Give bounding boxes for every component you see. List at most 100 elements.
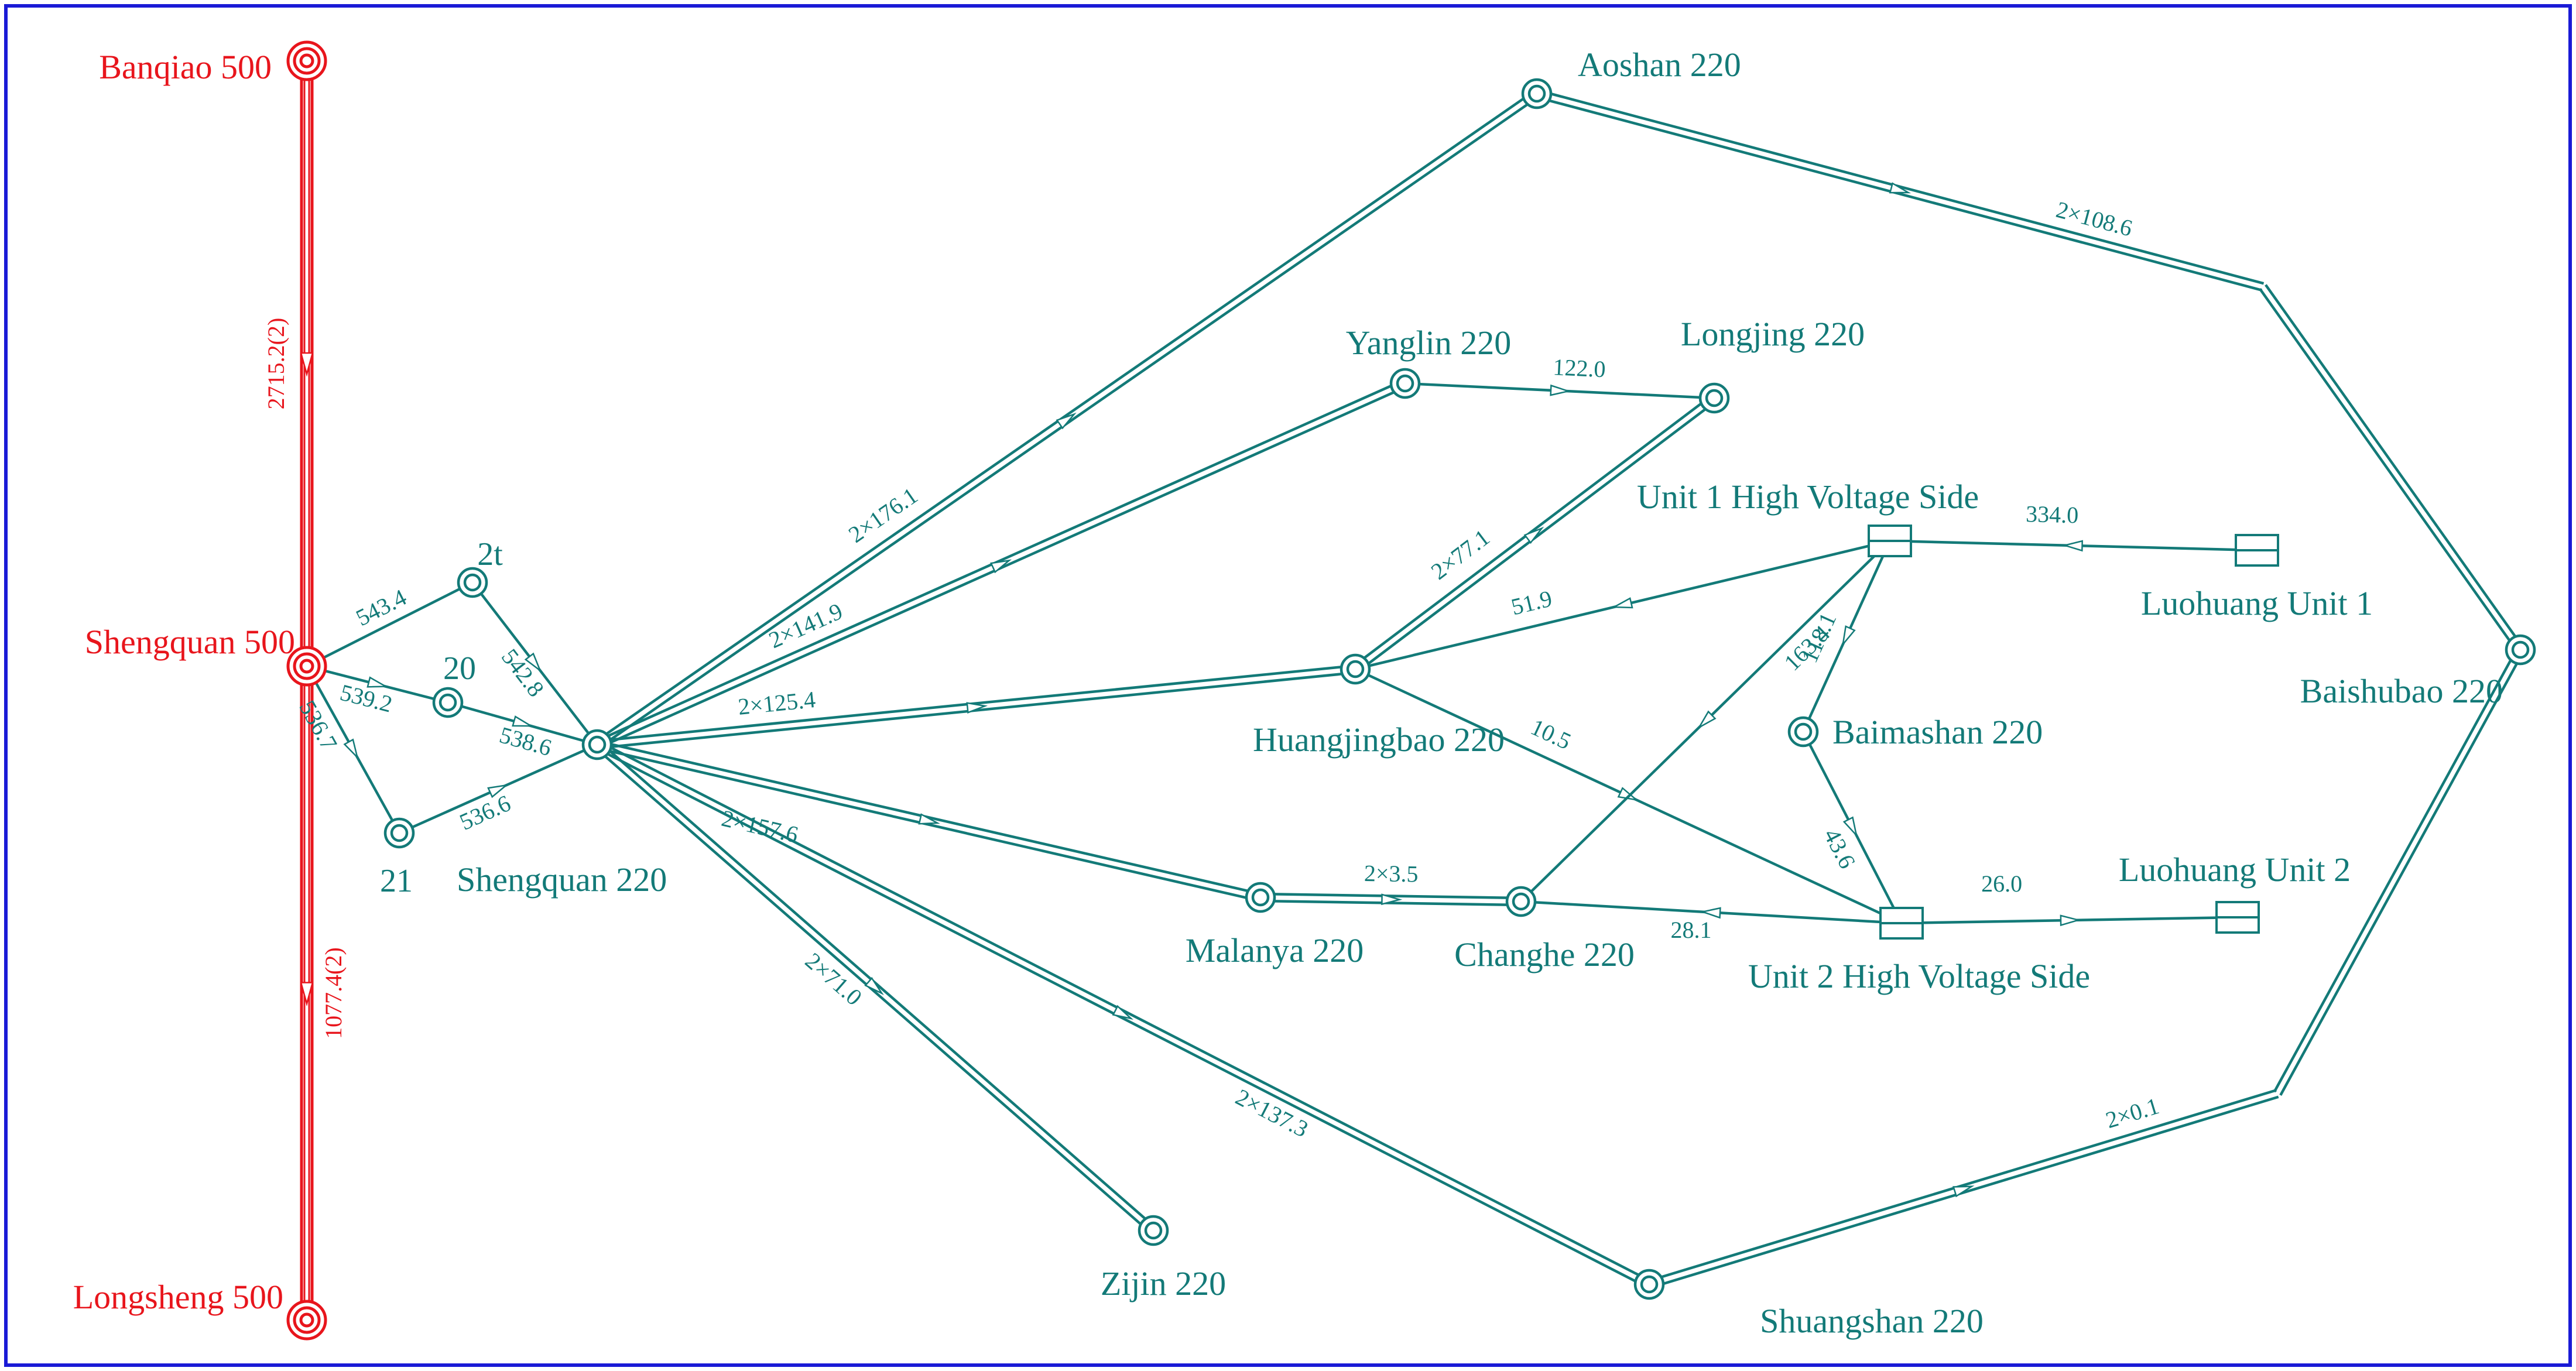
flow-arrow bbox=[1611, 597, 1633, 609]
conductor bbox=[597, 739, 1262, 896]
station-luohuang2[interactable] bbox=[2215, 901, 2260, 934]
flow-arrow bbox=[512, 715, 534, 727]
substation-icon bbox=[2505, 634, 2536, 666]
line-shengquan500-n2t[interactable] bbox=[306, 581, 474, 668]
flow-arrow bbox=[343, 738, 359, 760]
line-n2t-shengquan220[interactable] bbox=[471, 581, 598, 746]
line-yanglin220-longjing220[interactable] bbox=[1405, 382, 1715, 400]
conductor bbox=[596, 746, 1260, 903]
station-longjing220[interactable] bbox=[1698, 382, 1730, 414]
flow-arrow bbox=[966, 702, 988, 714]
station-label-zijin220: Zijin 220 bbox=[1101, 1264, 1226, 1303]
station-shuangshan220[interactable] bbox=[1633, 1269, 1665, 1300]
substation-icon bbox=[1521, 78, 1553, 109]
station-shengquan500[interactable] bbox=[286, 646, 327, 687]
station-zijin220[interactable] bbox=[1138, 1215, 1169, 1246]
station-icon-ring bbox=[293, 652, 321, 680]
substation-icon bbox=[1698, 382, 1730, 414]
station-baimashan220[interactable] bbox=[1787, 716, 1819, 748]
flow-arrow bbox=[1523, 526, 1544, 544]
conductor bbox=[597, 664, 1355, 743]
station-label-shengquan500: Shengquan 500 bbox=[85, 623, 295, 661]
station-changhe220[interactable] bbox=[1505, 886, 1537, 917]
station-luohuang1[interactable] bbox=[2235, 534, 2279, 567]
conductor bbox=[306, 581, 474, 668]
flow-arrow bbox=[1889, 182, 1912, 194]
line-unit2hv-luohuang2[interactable] bbox=[1901, 914, 2238, 927]
conductor bbox=[594, 746, 1152, 1235]
station-huangjingbao220[interactable] bbox=[1340, 653, 1371, 685]
line-baimashan220-unit2hv[interactable] bbox=[1801, 731, 1903, 924]
line-huangjingbao220-longjing220[interactable] bbox=[1352, 394, 1717, 673]
conductor bbox=[598, 740, 1652, 1283]
conductor bbox=[2279, 650, 2525, 1096]
station-n20[interactable] bbox=[432, 687, 464, 718]
line-luohuang1-unit1hv[interactable] bbox=[1889, 539, 2258, 552]
line-aoshan220-bend_top[interactable] bbox=[1535, 89, 2265, 292]
line-shengquan220-aoshan220[interactable] bbox=[594, 90, 1540, 749]
flow-label: 28.1 bbox=[1670, 917, 1711, 943]
substation-icon-core bbox=[1794, 722, 1813, 741]
substation-icon-core bbox=[1251, 888, 1270, 907]
station-label-unit2hv: Unit 2 High Voltage Side bbox=[1748, 957, 2090, 995]
line-bend_top-baishubao220[interactable] bbox=[2259, 284, 2524, 653]
station-label-n2t: 2t bbox=[477, 536, 503, 573]
line-unit1hv-baimashan220[interactable] bbox=[1801, 540, 1892, 732]
station-yanglin220[interactable] bbox=[1389, 368, 1421, 399]
flow-arrow bbox=[1112, 1005, 1133, 1020]
station-shengquan220[interactable] bbox=[581, 729, 613, 760]
station-label-luohuang1: Luohuang Unit 1 bbox=[2141, 584, 2373, 622]
line-shuangshan220-bend_bottom[interactable] bbox=[1647, 1089, 2279, 1289]
substation-icon-core bbox=[463, 573, 482, 592]
substation-icon bbox=[1245, 882, 1276, 913]
station-n2t[interactable] bbox=[457, 567, 488, 598]
station-icon-ring bbox=[293, 47, 321, 75]
station-baishubao220[interactable] bbox=[2505, 634, 2536, 666]
line-shengquan220-huangjingbao220[interactable] bbox=[597, 664, 1356, 750]
station-unit2hv[interactable] bbox=[1879, 907, 1924, 940]
substation-icon bbox=[432, 687, 464, 718]
conductor bbox=[1260, 899, 1521, 907]
line-shengquan500-longsheng500[interactable] bbox=[300, 666, 314, 1320]
line-banqiao500-shengquan500[interactable] bbox=[300, 61, 314, 666]
line-shengquan220-zijin220[interactable] bbox=[594, 741, 1157, 1235]
substation-icon-core bbox=[1640, 1275, 1659, 1294]
conductor bbox=[1650, 1095, 2279, 1289]
flow-arrow bbox=[1697, 710, 1717, 729]
flow-label: 2×3.5 bbox=[1364, 860, 1419, 887]
conductor bbox=[595, 746, 1649, 1289]
station-label-n21: 21 bbox=[380, 863, 413, 899]
station-n21[interactable] bbox=[383, 817, 415, 849]
flow-arrow bbox=[1700, 907, 1721, 919]
substation-icon bbox=[383, 817, 415, 849]
line-n20-shengquan220[interactable] bbox=[447, 701, 598, 746]
flow-arrow bbox=[366, 676, 389, 688]
line-bend_bottom-baishubao220[interactable] bbox=[2273, 647, 2525, 1096]
line-shengquan220-shuangshan220[interactable] bbox=[595, 740, 1652, 1289]
conductor bbox=[597, 671, 1356, 750]
line-unit2hv-changhe220[interactable] bbox=[1520, 900, 1902, 925]
line-shengquan500-n21[interactable] bbox=[306, 665, 400, 834]
substation-icon-core bbox=[1396, 374, 1414, 393]
stations-layer bbox=[286, 40, 2536, 1341]
line-unit1hv-changhe220[interactable] bbox=[1520, 540, 1891, 903]
line-shengquan220-malanya220[interactable] bbox=[596, 739, 1262, 903]
flow-arrow bbox=[1550, 384, 1571, 396]
substation-icon-core bbox=[390, 824, 409, 842]
station-label-luohuang2: Luohuang Unit 2 bbox=[2119, 851, 2351, 889]
line-n21-shengquan220[interactable] bbox=[399, 743, 598, 835]
station-label-yanglin220: Yanglin 220 bbox=[1346, 324, 1512, 362]
station-aoshan220[interactable] bbox=[1521, 78, 1553, 109]
station-icon-core bbox=[299, 53, 314, 68]
line-malanya220-changhe220[interactable] bbox=[1260, 892, 1522, 907]
station-unit1hv[interactable] bbox=[1868, 525, 1912, 557]
station-malanya220[interactable] bbox=[1245, 882, 1276, 913]
line-unit1hv-huangjingbao220[interactable] bbox=[1355, 539, 1890, 671]
station-label-n20: 20 bbox=[443, 650, 476, 687]
conductor bbox=[598, 385, 1407, 749]
station-banqiao500[interactable] bbox=[286, 40, 327, 81]
station-longsheng500[interactable] bbox=[286, 1300, 327, 1341]
line-shengquan220-yanglin220[interactable] bbox=[595, 379, 1407, 749]
line-shengquan500-n20[interactable] bbox=[306, 664, 448, 704]
